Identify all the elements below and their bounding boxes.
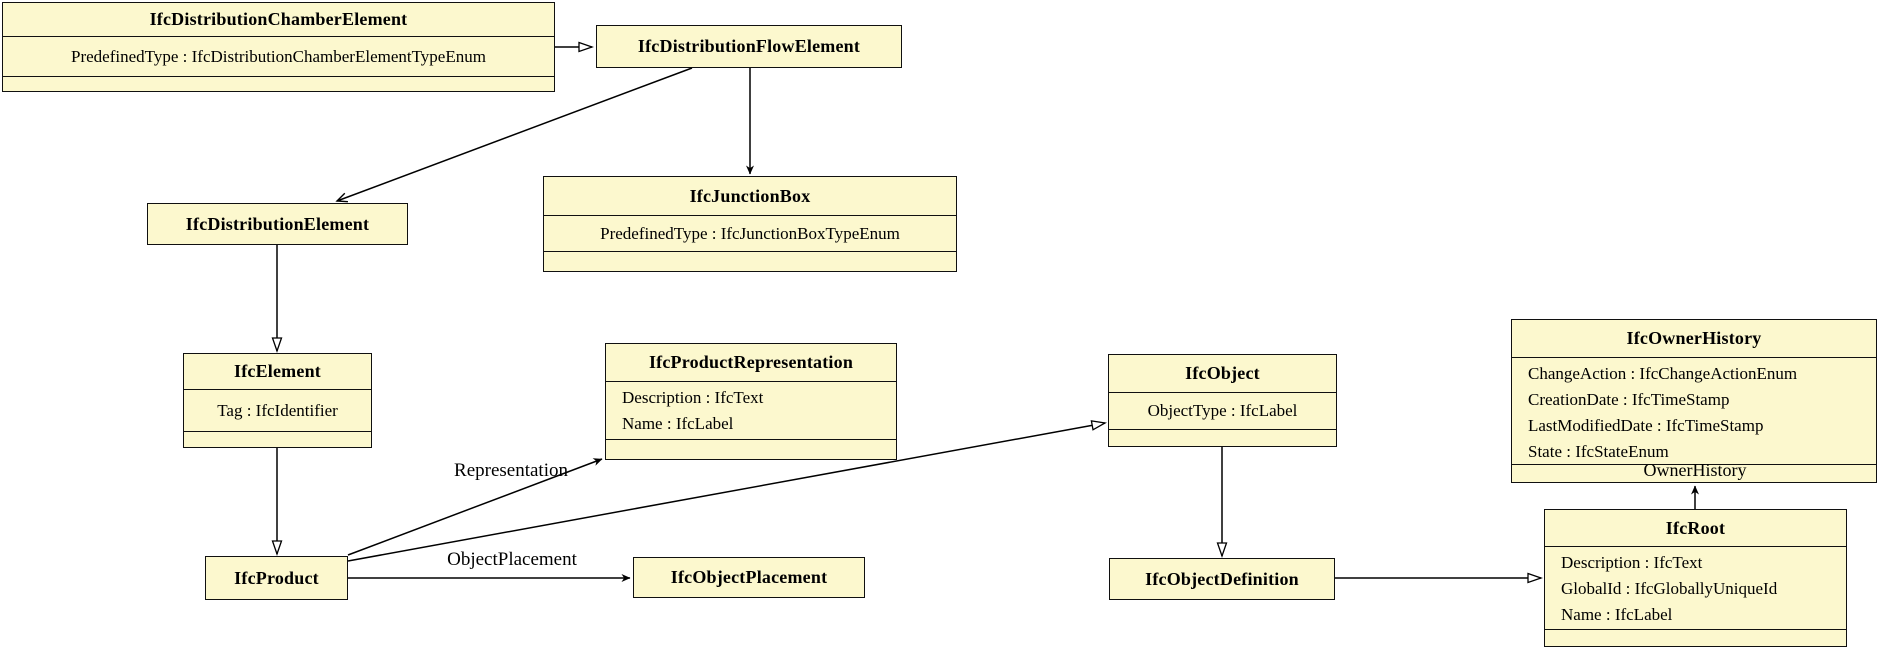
operations-compartment [544, 251, 956, 271]
operations-compartment [1109, 429, 1336, 446]
class-box-ifcdistributionflowelement: IfcDistributionFlowElement [596, 25, 902, 68]
class-attribute: Description : IfcText [622, 388, 764, 407]
class-attribute: CreationDate : IfcTimeStamp [1528, 390, 1730, 409]
edge-flowelement-to-distributionelement [335, 67, 693, 203]
class-title: IfcJunctionBox [689, 185, 811, 206]
class-attribute: GlobalId : IfcGloballyUniqueId [1561, 579, 1778, 598]
class-attribute: Description : IfcText [1561, 553, 1703, 572]
class-attribute: PredefinedType : IfcDistributionChamberE… [71, 46, 486, 66]
class-title: IfcDistributionFlowElement [637, 36, 861, 56]
class-attribute: PredefinedType : IfcJunctionBoxTypeEnum [600, 223, 900, 243]
class-box-ifcproductrepresentation: IfcProductRepresentation Description : I… [605, 343, 897, 460]
class-box-ifcroot: IfcRoot Description : IfcText GlobalId :… [1544, 509, 1847, 647]
class-title: IfcDistributionElement [185, 213, 370, 234]
operations-compartment [1512, 464, 1876, 482]
class-title: IfcProductRepresentation [648, 352, 854, 372]
edge-product-to-object-generalization [347, 420, 1107, 562]
class-attribute: Tag : IfcIdentifier [217, 400, 338, 420]
class-attribute: State : IfcStateEnum [1528, 442, 1669, 461]
edge-label-objectplacement: ObjectPlacement [447, 549, 577, 570]
class-title: IfcObjectDefinition [1145, 568, 1299, 589]
class-title: IfcObject [1185, 363, 1260, 383]
class-title: IfcProduct [234, 567, 319, 588]
operations-compartment [1545, 629, 1846, 646]
class-box-ifcobjectdefinition: IfcObjectDefinition [1109, 558, 1335, 600]
edge-label-representation: Representation [454, 460, 568, 481]
edge-label-ownerhistory: OwnerHistory [1643, 460, 1747, 480]
class-box-ifcjunctionbox: IfcJunctionBox PredefinedType : IfcJunct… [543, 176, 957, 272]
class-box-ifcdistributionchamberelement: IfcDistributionChamberElement Predefined… [2, 2, 555, 92]
class-box-ifcobjectplacement: IfcObjectPlacement [633, 557, 865, 598]
class-box-ifcownerhistory: IfcOwnerHistory ChangeAction : IfcChange… [1511, 319, 1877, 483]
operations-compartment [606, 439, 896, 459]
class-title: IfcRoot [1665, 517, 1726, 538]
class-box-ifcdistributionelement: IfcDistributionElement [147, 203, 408, 245]
class-attribute: ChangeAction : IfcChangeActionEnum [1528, 364, 1798, 383]
class-title: IfcObjectPlacement [670, 567, 828, 587]
class-title: IfcOwnerHistory [1626, 328, 1762, 348]
class-title: IfcElement [234, 361, 321, 381]
class-box-ifcproduct: IfcProduct [205, 556, 348, 600]
operations-compartment [184, 431, 371, 447]
class-attribute: Name : IfcLabel [622, 414, 734, 433]
edge-product-to-productrepresentation-association [347, 458, 603, 556]
class-attribute: Name : IfcLabel [1561, 605, 1673, 624]
class-attribute: LastModifiedDate : IfcTimeStamp [1528, 416, 1764, 435]
class-box-ifcobject: IfcObject ObjectType : IfcLabel [1108, 354, 1337, 447]
class-box-ifcelement: IfcElement Tag : IfcIdentifier [183, 353, 372, 448]
class-attribute: ObjectType : IfcLabel [1147, 401, 1298, 420]
operations-compartment [3, 76, 554, 91]
class-title: IfcDistributionChamberElement [149, 9, 408, 29]
